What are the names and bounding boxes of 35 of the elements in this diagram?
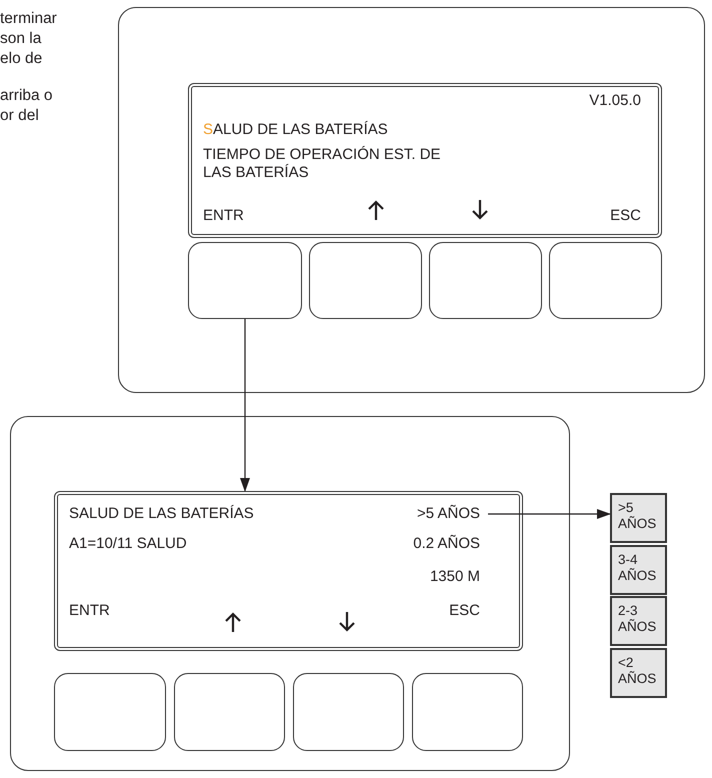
lcd-screen	[54, 491, 523, 651]
device-panel	[118, 7, 705, 393]
keypad-button	[293, 673, 404, 751]
keypad-button	[412, 673, 523, 751]
keypad-button	[54, 673, 166, 751]
text-fragment: son la	[0, 30, 42, 49]
keypad-button	[309, 242, 422, 319]
keypad-button	[549, 242, 662, 319]
text-fragment: arriba o	[0, 87, 53, 106]
screen-text: SALUD DE LAS BATERÍAS	[203, 121, 388, 139]
text-fragment: terminar	[0, 10, 57, 29]
screen-text: 1350 M	[430, 568, 480, 586]
screen-text: TIEMPO DE OPERACIÓN EST. DE LAS BATERÍAS	[203, 146, 442, 182]
option-item: <2 AÑOS	[610, 648, 667, 698]
screen-text: 0.2 AÑOS	[413, 535, 480, 553]
screen-text: SALUD DE LAS BATERÍAS	[69, 505, 254, 523]
screen-text: ENTR	[69, 602, 110, 620]
screen-text: ESC	[449, 602, 480, 620]
option-item: 2-3 AÑOS	[610, 596, 667, 646]
text-fragment: elo de	[0, 50, 42, 69]
screen-text: A1=10/11 SALUD	[69, 535, 187, 553]
option-item: 3-4 AÑOS	[610, 545, 667, 595]
selected-value: >5 AÑOS	[417, 505, 480, 523]
arrow	[488, 509, 611, 519]
lcd-screen	[188, 83, 662, 238]
screen-text: ESC	[610, 207, 641, 225]
keypad-button	[174, 673, 285, 751]
arrow	[240, 319, 250, 492]
version-text: V1.05.0	[589, 92, 641, 110]
option-item: >5 AÑOS	[610, 493, 667, 543]
keypad-button	[188, 242, 302, 319]
device-panel	[10, 416, 570, 771]
text-fragment: or del	[0, 107, 39, 126]
screen-text: ENTR	[203, 207, 244, 225]
keypad-button	[429, 242, 542, 319]
